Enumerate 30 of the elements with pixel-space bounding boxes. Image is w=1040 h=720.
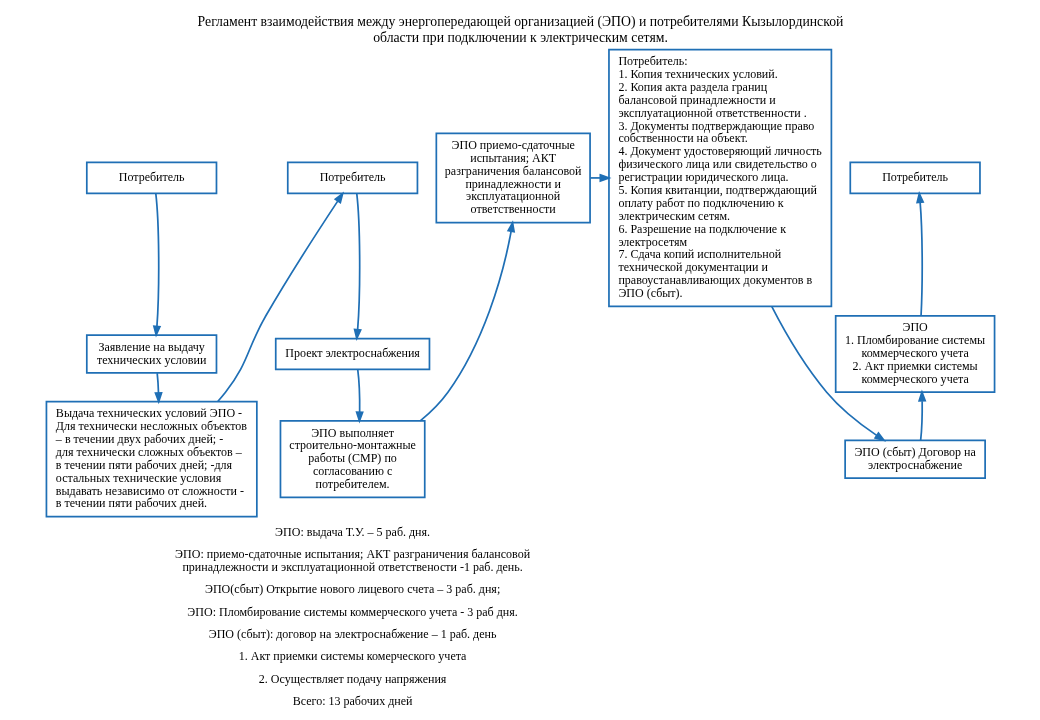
node-box: Проект электроснабжения bbox=[274, 337, 430, 371]
arrow bbox=[770, 305, 886, 442]
arrow bbox=[353, 192, 362, 341]
label: ЭПО: выдача Т.У. – 5 раб. дня. bbox=[274, 524, 430, 539]
arrow bbox=[917, 389, 926, 442]
label: 1. Акт приемки системы комерческого учета bbox=[238, 649, 466, 664]
node-box: ЭПО выполняет строительно-монтажные работы (СМР) по согласованию с потребителем. bbox=[279, 420, 426, 499]
label: 2. Осуществляет подачу напряжения bbox=[258, 671, 446, 686]
node-box: Выдача технических условий ЭПО - Для технически несложных объектов – в течении двух рабочих дней; - для технически сложных объектов – в течении пяти рабочих дней; -для остальных технические условия выдавать независимо от сложности - в течении пяти рабочих дней. bbox=[45, 400, 258, 518]
node-box: ЭПО (сбыт) Договор на электроснабжение bbox=[843, 439, 986, 479]
arrow bbox=[153, 372, 163, 405]
node-box: Потребитель bbox=[286, 161, 418, 195]
label: ЭПО: приемо-сдаточные испытания; АКТ разграничения балансовой принадлежности и эксплуатационной ответствености -1 раб. день. bbox=[174, 547, 530, 575]
node-box: ЭПО 1. Пломбирование системы коммерческого учета 2. Акт приемки системы коммерческого учета bbox=[834, 314, 995, 394]
node-box: Потребитель bbox=[85, 161, 217, 195]
label: ЭПО: Пломбирование системы коммерческого учета - 3 раб дня. bbox=[186, 604, 518, 619]
arrow bbox=[589, 173, 611, 183]
arrow bbox=[152, 192, 161, 338]
node-box: Потребитель: 1. Копия технических условий. 2. Копия акта раздела границ балансовой принадлежности и эксплуатационной ответственности . 3. Документы подтверждающие право собственности на объект. 4. Документ удостоверяющий личность физического лица или свидетельство о регистрации юридического лица. 5. Копия квитанции, подтверждающий оплату работ по подключению к электрическим сетям. 6. Разрешение на подключение к электросетям 7. Сдача копий исполнительной технической документации и правоустанавливающих документов в ЭПО (сбыт). bbox=[607, 48, 832, 308]
label: Всего: 13 рабочих дней bbox=[292, 693, 412, 708]
label: ЭПО (сбыт): договор на электроснабжение – 1 раб. день bbox=[208, 627, 496, 641]
node-box: ЭПО приемо-сдаточные испытания; АКТ разграничения балансовой принадлежности и эксплуатационной ответственности bbox=[434, 132, 591, 224]
arrow bbox=[354, 368, 364, 424]
arrow bbox=[216, 191, 344, 403]
node-box: Потребитель bbox=[848, 161, 981, 195]
label: ЭПО(сбыт) Открытие нового лицевого счета – 3 раб. дня; bbox=[204, 582, 500, 597]
arrow bbox=[915, 191, 924, 317]
arrow bbox=[418, 220, 515, 422]
diagram-title: Регламент взаимодействия между энергопередающей организацией (ЭПО) и потребителями Кызылординской области при подключении к электрическим сетям. bbox=[197, 14, 843, 45]
node-box: Заявление на выдачу технических условии bbox=[85, 334, 217, 374]
